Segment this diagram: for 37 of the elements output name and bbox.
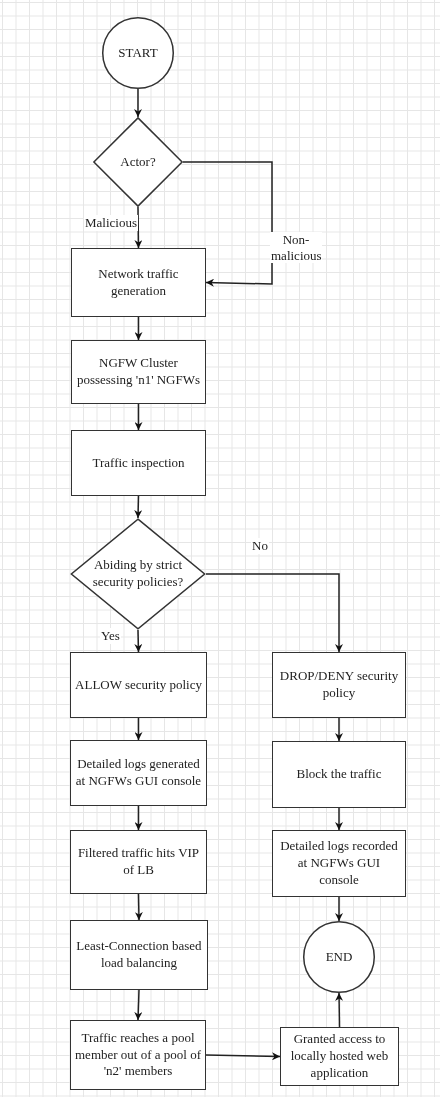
- edge-label: Non-malicious: [270, 232, 322, 264]
- terminal-circle: END: [303, 921, 375, 993]
- decision-diamond: Actor?: [93, 117, 183, 207]
- process-box: Detailed logs generated at NGFWs GUI console: [70, 740, 207, 806]
- edge-label: Malicious: [84, 215, 138, 231]
- arrow: [335, 807, 343, 831]
- arrow: [335, 896, 343, 922]
- process-box: Block the traffic: [272, 741, 406, 808]
- process-box: DROP/DENY security policy: [272, 652, 406, 718]
- arrow: [134, 206, 143, 249]
- process-box: Traffic reaches a pool member out of a pool of 'n2' members: [70, 1020, 206, 1090]
- arrow: [134, 316, 143, 341]
- arrow: [335, 717, 343, 742]
- edge-label: Yes: [100, 628, 121, 644]
- process-box: ALLOW security policy: [70, 652, 207, 718]
- arrow: [205, 573, 343, 653]
- arrow: [205, 1052, 281, 1061]
- process-box: Network traffic generation: [71, 248, 206, 317]
- arrow: [134, 629, 143, 653]
- arrow: [335, 992, 344, 1028]
- process-box: Least-Connection based load balancing: [70, 920, 208, 990]
- arrow: [134, 805, 143, 831]
- process-box: Traffic inspection: [71, 430, 206, 496]
- arrow: [134, 495, 143, 519]
- process-box: Granted access to locally hosted web application: [280, 1027, 399, 1086]
- edge-label: No: [251, 538, 269, 554]
- process-box: Filtered traffic hits VIP of LB: [70, 830, 207, 894]
- process-box: Detailed logs recorded at NGFWs GUI console: [272, 830, 406, 897]
- arrow: [182, 161, 273, 287]
- arrow: [134, 88, 142, 118]
- process-box: NGFW Cluster possessing 'n1' NGFWs: [71, 340, 206, 404]
- arrow: [134, 989, 143, 1021]
- terminal-circle: START: [102, 17, 174, 89]
- arrow: [134, 893, 143, 921]
- arrow: [134, 403, 143, 431]
- decision-diamond: Abiding by strict security policies?: [70, 518, 206, 630]
- arrow: [134, 717, 143, 741]
